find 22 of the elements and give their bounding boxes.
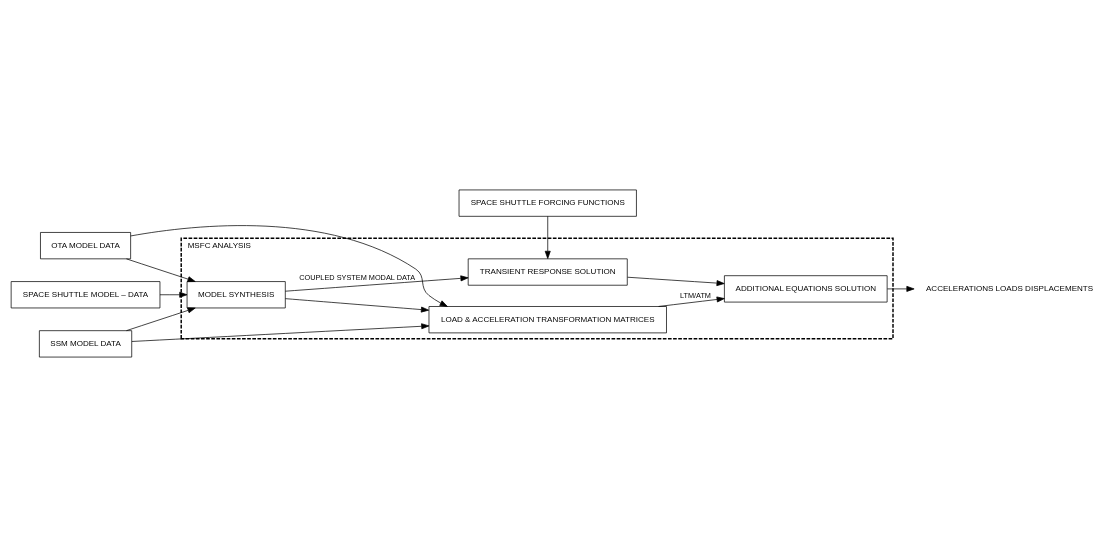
- node-box: OTA MODEL DATA: [40, 231, 131, 259]
- arrow: [130, 224, 448, 307]
- node-text: ACCELERATIONS LOADS DISPLACEMENTS: [926, 283, 1094, 293]
- arrow: [285, 297, 430, 312]
- arrow: [126, 258, 196, 282]
- node-box: MODEL SYNTHESIS: [186, 280, 286, 308]
- node-box: SPACE SHUTTLE FORCING FUNCTIONS: [458, 189, 637, 217]
- arrow: [159, 291, 188, 298]
- arrow: [544, 215, 551, 259]
- arrow: [285, 274, 469, 292]
- node-box: LOAD & ACCELERATION TRANSFORMATION MATRICES: [428, 305, 667, 333]
- node-box: ADDITIONAL EQUATIONS SOLUTION: [724, 274, 888, 302]
- arrow: [627, 276, 725, 286]
- arrow: [658, 296, 725, 307]
- edge-label: COUPLED SYSTEM MODAL DATA: [299, 272, 416, 282]
- arrow: [886, 285, 915, 292]
- node-box: TRANSIENT RESPONSE SOLUTION: [467, 257, 628, 286]
- edge-label: LTM/ATM: [679, 290, 711, 300]
- arrow: [131, 322, 430, 342]
- node-box: SPACE SHUTTLE MODEL – DATA: [10, 280, 161, 308]
- node-box: SSM MODEL DATA: [39, 329, 133, 357]
- arrow: [126, 307, 196, 331]
